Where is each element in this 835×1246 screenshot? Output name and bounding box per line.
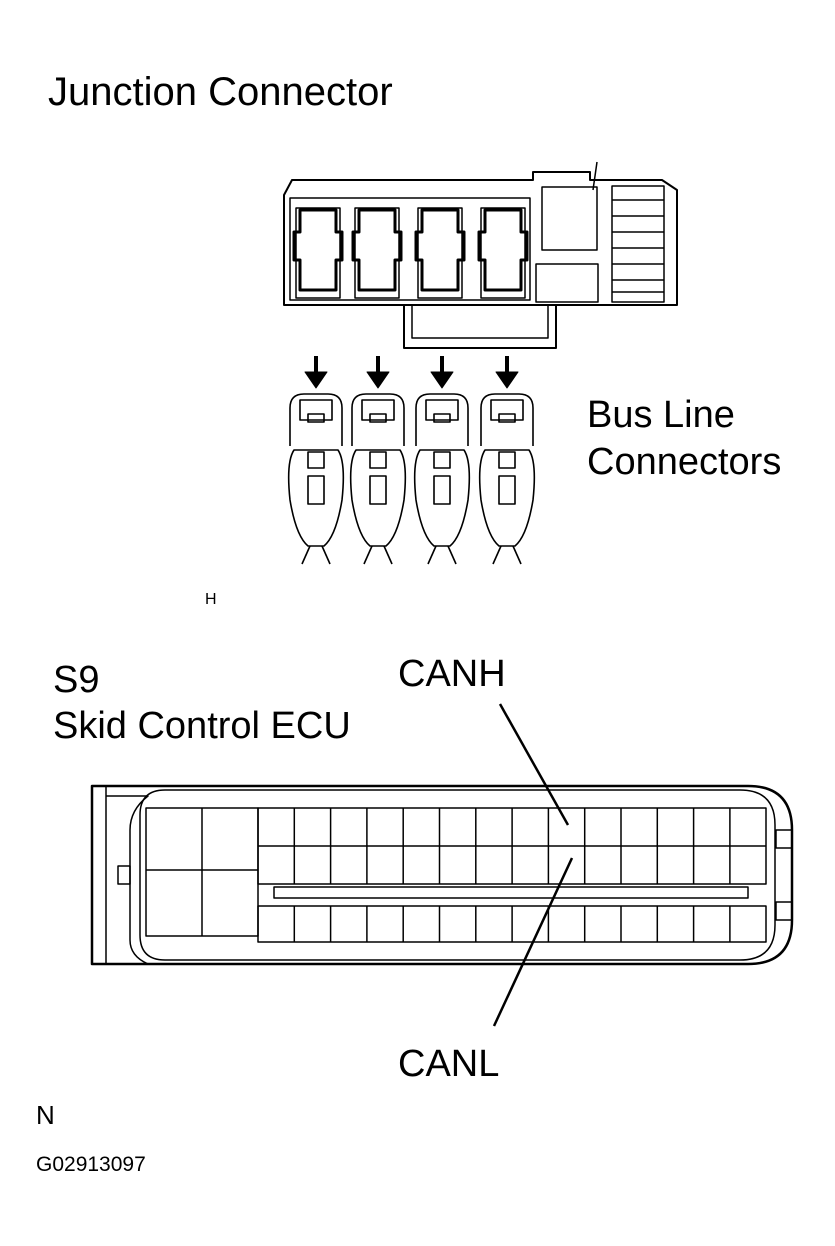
insertion-arrows (304, 356, 519, 389)
junction-connector-title: Junction Connector (48, 70, 393, 114)
bus-line-plug (287, 393, 345, 565)
junction-connector-housing (283, 161, 678, 349)
junction-connector-cavities (292, 207, 529, 299)
bus-line-label-line2: Connectors (587, 441, 782, 483)
marker-n: N (36, 1100, 55, 1130)
marker-h: H (205, 591, 217, 608)
junction-cavity (351, 207, 403, 299)
ecu-pin-dividers (293, 808, 731, 942)
canh-leader-line (498, 703, 570, 826)
junction-cavity (414, 207, 466, 299)
arrow-down-icon (366, 356, 390, 389)
bus-line-plugs (287, 393, 536, 565)
bus-line-plug (478, 393, 536, 565)
arrow-down-icon (495, 356, 519, 389)
canl-leader-line (492, 857, 574, 1027)
ecu-code-label: S9 (53, 659, 100, 701)
arrow-down-icon (304, 356, 328, 389)
bus-line-plug (413, 393, 471, 565)
canh-label: CANH (398, 653, 506, 695)
junction-cavity (292, 207, 344, 299)
bus-line-label-line1: Bus Line (587, 394, 735, 436)
arrow-down-icon (430, 356, 454, 389)
junction-cavity (477, 207, 529, 299)
figure-id: G02913097 (36, 1153, 146, 1176)
canl-label: CANL (398, 1043, 500, 1085)
ecu-connector (90, 784, 794, 966)
ecu-name-label: Skid Control ECU (53, 705, 351, 747)
bus-line-plug (349, 393, 407, 565)
